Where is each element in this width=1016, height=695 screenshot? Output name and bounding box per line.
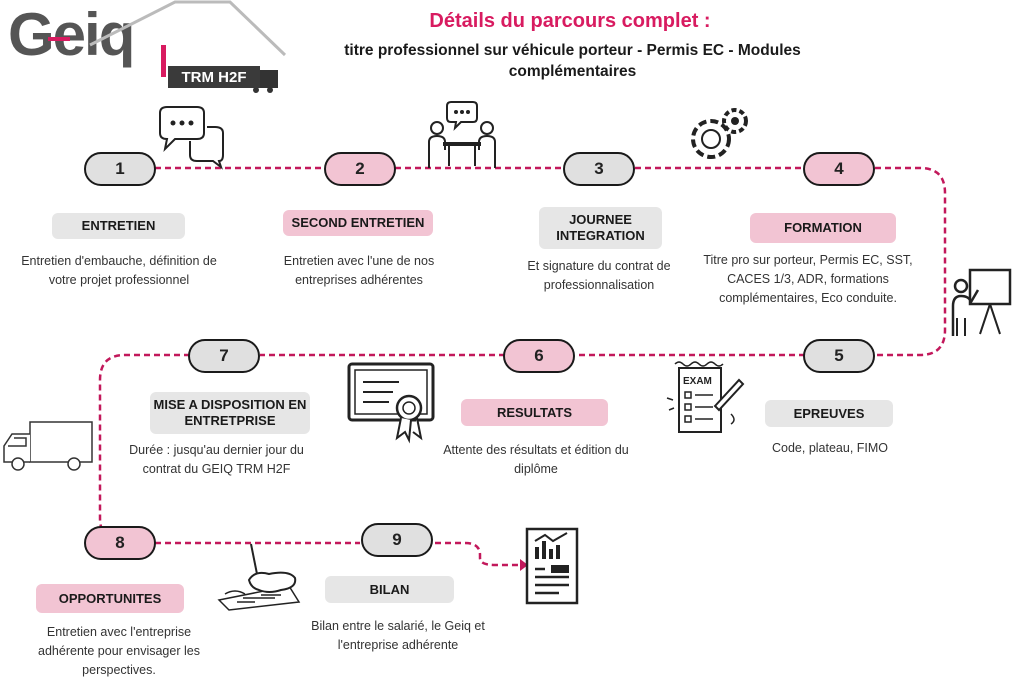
step-description-5: Code, plateau, FIMO [771,441,889,455]
exam-icon-text: EXAM [683,376,712,387]
step-node-2: 2 [324,152,396,186]
truck-icon [3,421,93,471]
trainer-icon [951,268,1012,336]
step-node-1: 1 [84,152,156,186]
gears-icon [691,108,748,159]
step-node-6: 6 [503,339,575,373]
step-description-4: Titre pro sur porteur, Permis EC, SST, C… [703,253,913,305]
step-node-5: 5 [803,339,875,373]
step-label-4: FORMATION [750,213,896,243]
step-description-2: Entretien avec l'une de nos entreprises … [283,254,435,287]
step-node-7: 7 [188,339,260,373]
step-description-6: Attente des résultats et édition du dipl… [443,443,629,476]
diploma-icon [347,362,435,444]
step-node-3: 3 [563,152,635,186]
step-node-4: 4 [803,152,875,186]
signature-icon [217,543,301,611]
step-label-5: EPREUVES [765,400,893,427]
step-label-2: SECOND ENTRETIEN [283,210,433,236]
step-description-7: Durée : jusqu'au dernier jour du contrat… [129,443,304,476]
page-subtitle: titre professionnel sur véhicule porteur… [344,42,801,80]
step-node-8: 8 [84,526,156,560]
chat-icon [159,106,224,170]
step-description-1: Entretien d'embauche, définition de votr… [21,254,217,287]
step-label-6: RESULTATS [461,399,608,426]
page-title: Détails du parcours complet : [429,10,711,32]
step-label-3: JOURNEE INTEGRATION [539,207,662,249]
step-node-9: 9 [361,523,433,557]
logo: Geiq [8,0,135,69]
step-description-3: Et signature du contrat de professionnal… [527,259,671,292]
step-label-1: ENTRETIEN [52,213,185,239]
report-icon [525,527,579,605]
meeting-icon [428,101,496,168]
logo-road-graphic [48,0,287,93]
step-label-8: OPPORTUNITES [36,584,184,613]
exam-icon: EXAM [666,361,745,433]
logo-text-ge: Ge [8,1,86,68]
logo-badge: TRM H2F [168,66,260,88]
step-description-9: Bilan entre le salarié, le Geiq et l'ent… [311,619,485,652]
step-label-9: BILAN [325,576,454,603]
step-label-7: MISE A DISPOSITION EN ENTRETPRISE [150,392,310,434]
step-description-8: Entretien avec l'entreprise adhérente po… [38,625,200,677]
